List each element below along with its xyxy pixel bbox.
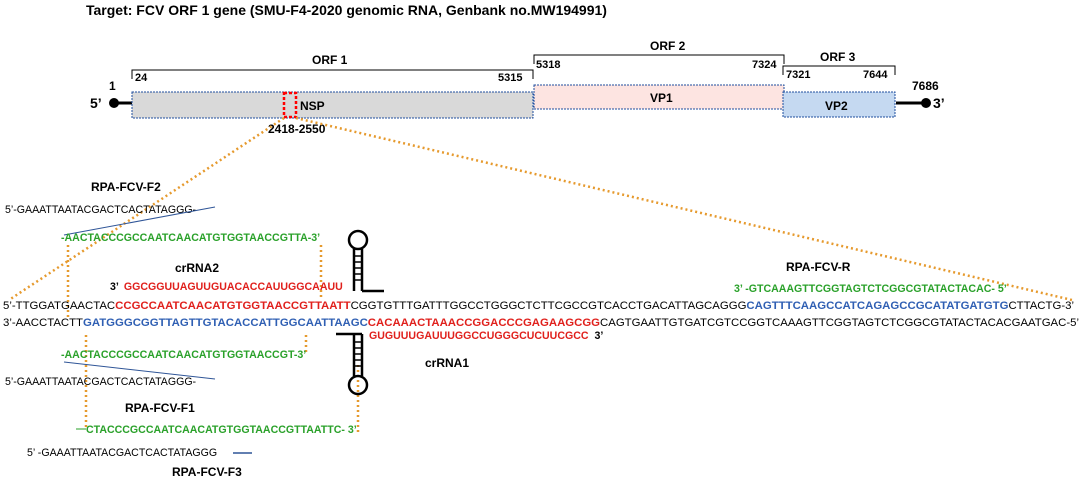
primer-f2-seq: -AACTACCCGCCAATCAACATGTGGTAACCGTTA-3’ <box>61 232 320 244</box>
crrna2-hairpin <box>347 229 384 293</box>
crrna2-seq: GGCGGUUAGUUGUACACCAUUGGCAAUU <box>124 281 343 293</box>
orf3-label: ORF 3 <box>820 50 856 64</box>
bottom-strand-part2: GATGGGCGGTTAGTTGTACACCATTGGCAATTAAGC <box>83 317 368 329</box>
orf1-bracket <box>131 69 534 79</box>
vp1-label: VP1 <box>650 91 673 105</box>
genome-end-label: 7686 <box>912 79 939 93</box>
top-strand-part1: 5’-TTGGATGAACTAC <box>3 300 116 312</box>
orf3-end: 7644 <box>863 69 888 81</box>
top-strand-part5: CTTACTG-3’ <box>1008 300 1074 312</box>
orf3-bracket <box>782 65 896 75</box>
orf1-start: 24 <box>135 72 148 84</box>
primer-r-prefix: 3’ - <box>734 283 749 295</box>
vp2-box <box>782 91 896 118</box>
nsp-label: NSP <box>300 99 325 113</box>
top-strand-part3: CGGTGTTTGATTTGGCCTGGGCTCTTCGCCGTCACCTGAC… <box>351 300 747 312</box>
primer-f3-seq: CTACCCGCCAATCAACATGTGGTAACCGTTAATTC- 3’ <box>86 424 357 436</box>
target-region-label: 2418-2550 <box>268 122 326 136</box>
zoom-guide-right <box>295 116 1073 302</box>
crrna2-prefix: 3’ <box>110 281 119 293</box>
crrna1-hairpin <box>336 332 369 396</box>
nsp-box <box>131 91 534 119</box>
orf3-start: 7321 <box>786 69 810 81</box>
figure-title: Target: FCV ORF 1 gene (SMU-F4-2020 geno… <box>86 2 607 18</box>
vp2-label: VP2 <box>825 99 848 113</box>
orf2-start: 5318 <box>536 59 560 71</box>
primers: RPA-FCV-F2 5’-GAAATTAATACGACTCACTATAGGG-… <box>5 180 1007 479</box>
primer-r-suffix: - 5’ <box>991 283 1006 295</box>
crrna2-label: crRNA2 <box>175 261 219 275</box>
five-prime-label: 5’ <box>90 95 102 111</box>
genome-end-dot <box>921 98 931 108</box>
primer-f2-tail-link <box>63 206 216 236</box>
primer-r-seq: GTCAAAGTTCGGTAGTCTCGGCGTATACTACAC <box>749 283 992 295</box>
orf1-label: ORF 1 <box>312 53 348 67</box>
orf1-end: 5315 <box>498 72 522 84</box>
genome-map: 5’ 3’ 1 7686 NSP VP1 VP2 ORF 1 ORF 2 ORF… <box>90 39 945 136</box>
primer-f1-tail: 5’-GAAATTAATACGACTCACTATAGGG- <box>5 376 197 388</box>
crrna1-label: crRNA1 <box>425 356 469 370</box>
top-strand-part2: CCGCCAATCAACATGTGGTAACCGTTAATT <box>115 300 351 312</box>
primer-r-text: 3’ -GTCAAAGTTCGGTAGTCTCGGCGTATACTACAC- 5… <box>734 283 1007 295</box>
genome-start-dot <box>109 98 119 108</box>
primer-f2-label: RPA-FCV-F2 <box>91 180 161 194</box>
crrna2-text: 3’ GGCGGUUAGUUGUACACCAUUGGCAAUU <box>110 281 343 293</box>
primer-f3-tail: 5’ -GAAATTAATACGACTCACTATAGGG <box>27 447 217 459</box>
primer-f2-tail: 5’-GAAATTAATACGACTCACTATAGGG- <box>5 204 197 216</box>
primer-f1-tail-link <box>63 361 216 380</box>
primer-f1-label: RPA-FCV-F1 <box>125 401 195 415</box>
primer-f1-seq: -AACTACCCGCCAATCAACATGTGGTAACCGT-3’ <box>61 349 306 361</box>
bottom-strand-part3: CACAAACTAAACCGGACCCGAGAAGCGG <box>368 317 600 329</box>
primer-r-label: RPA-FCV-R <box>786 260 851 274</box>
target-region-marker <box>282 91 298 119</box>
orf2-bracket <box>533 54 785 64</box>
orf2-end: 7324 <box>752 59 777 71</box>
crrna1-seq: GUGUUUGAUUUGGCCUGGGCUCUUCGCC <box>369 330 589 342</box>
bottom-strand-part1: 3’-AACCTACTT <box>3 317 84 329</box>
top-strand-part4: CAGTTTCAAGCCATCAGAGCCGCATATGATGTG <box>746 300 1008 312</box>
crrna1-suffix: 3’ <box>595 330 604 342</box>
primer-f3-label: RPA-FCV-F3 <box>172 465 242 479</box>
three-prime-label: 3’ <box>933 95 945 111</box>
bottom-strand-part4: CAGTGAATTGTGATCGTCCGGTCAAAGTTCGGTAGTCTCG… <box>600 317 1079 329</box>
orf2-label: ORF 2 <box>650 39 686 53</box>
crrnas: crRNA2 3’ GGCGGUUAGUUGUACACCAUUGGCAAUU GU… <box>110 229 603 396</box>
genome-start-label: 1 <box>109 79 116 93</box>
crrna1-text: GUGUUUGAUUUGGCCUGGGCUCUUCGCC 3’ <box>369 330 603 342</box>
